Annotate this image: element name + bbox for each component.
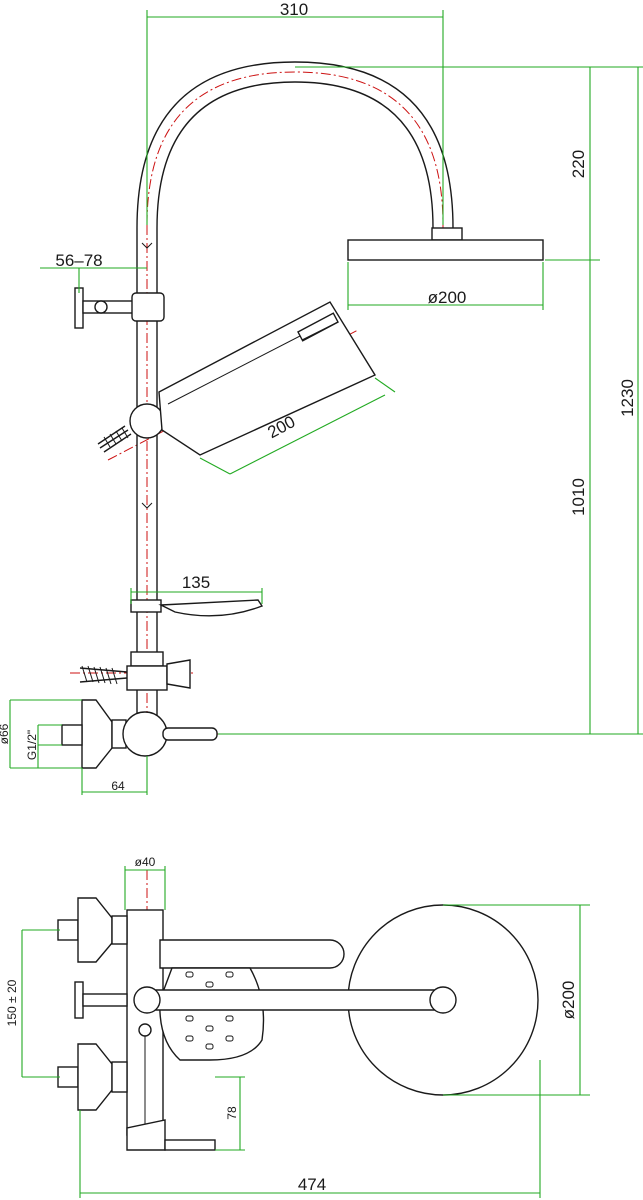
dim-label-220: 220 bbox=[569, 150, 588, 178]
elevation-view: 310 220 56–78 ø200 200 1230 1010 135 ø66… bbox=[0, 0, 643, 795]
dim-label-1230: 1230 bbox=[618, 379, 637, 417]
dim-label-head-diameter: ø200 bbox=[428, 288, 467, 307]
plan-labels: ø40 ø200 150 ± 20 78 474 bbox=[5, 855, 578, 1194]
hand-shower-plan bbox=[159, 939, 345, 969]
upper-valve-plan bbox=[57, 897, 128, 963]
dim-label-1010: 1010 bbox=[569, 478, 588, 516]
elevation-labels: 310 220 56–78 ø200 200 1230 1010 135 ø66… bbox=[0, 0, 637, 793]
dim-label-64: 64 bbox=[111, 779, 125, 793]
plan-view: ø40 ø200 150 ± 20 78 474 bbox=[5, 855, 590, 1198]
dim-label-310: 310 bbox=[280, 0, 308, 19]
riser-tube-plan bbox=[126, 909, 164, 1136]
dim-label-plan-head-diameter: ø200 bbox=[559, 981, 578, 1020]
thermostatic-mixer-side bbox=[61, 699, 218, 769]
dim-label-78: 78 bbox=[225, 1106, 239, 1120]
upper-wall-bracket bbox=[74, 287, 165, 329]
spout-plan bbox=[126, 1119, 216, 1151]
hand-shower bbox=[97, 301, 377, 456]
elevation-center-lines bbox=[70, 71, 444, 795]
shower-arm bbox=[136, 61, 454, 229]
arm-plan bbox=[133, 986, 457, 1014]
dim-label-inlet-spacing: 150 ± 20 bbox=[5, 979, 19, 1026]
lower-valve-plan bbox=[57, 1023, 152, 1111]
overhead-shower-head bbox=[347, 227, 544, 261]
soap-shelf bbox=[130, 599, 264, 617]
dim-label-135: 135 bbox=[182, 573, 210, 592]
dim-label-tube-diameter: ø40 bbox=[135, 855, 156, 869]
middle-valve-plan bbox=[74, 981, 128, 1019]
dim-label-56-78: 56–78 bbox=[55, 251, 102, 270]
diverter bbox=[79, 651, 191, 691]
dim-label-flange-diameter: ø66 bbox=[0, 723, 11, 744]
dim-label-thread: G1/2" bbox=[25, 730, 39, 760]
soap-dish-plan bbox=[159, 967, 265, 1061]
dim-label-474: 474 bbox=[298, 1175, 326, 1194]
elevation-dimension-lines bbox=[9, 10, 643, 795]
plan-dimension-lines bbox=[21, 866, 590, 1198]
